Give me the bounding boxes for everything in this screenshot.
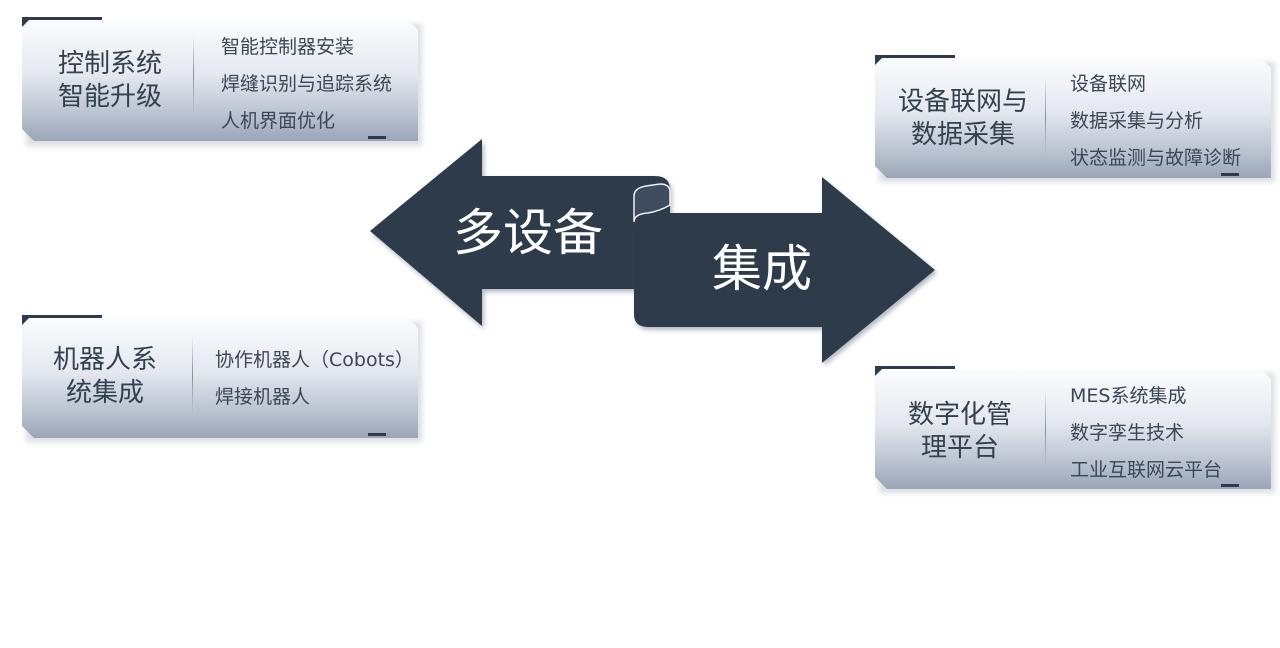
list-item: 数据采集与分析	[1070, 110, 1204, 132]
card-title: 设备联网与 数据采集	[897, 87, 1028, 150]
ribbon-fold	[633, 183, 671, 223]
card-title: 数字化管 理平台	[907, 400, 1012, 463]
list-item: 工业互联网云平台	[1070, 459, 1223, 481]
right-arrow-label: 集成	[712, 240, 812, 298]
left-arrow	[370, 139, 670, 326]
list-item: 人机界面优化	[221, 110, 336, 132]
list-item: 协作机器人（Cobots）	[215, 349, 414, 371]
list-item: 焊缝识别与追踪系统	[221, 73, 393, 95]
list-item: 状态监测与故障诊断	[1070, 147, 1242, 169]
list-item: MES系统集成	[1070, 385, 1187, 407]
list-item: 数字孪生技术	[1070, 422, 1185, 444]
list-item: 智能控制器安装	[221, 36, 355, 58]
list-item: 设备联网	[1070, 73, 1147, 95]
right-arrow	[634, 177, 935, 363]
list-item: 焊接机器人	[215, 386, 311, 408]
card-title: 机器人系 统集成	[52, 345, 157, 408]
card-title: 控制系统 智能升级	[57, 49, 162, 112]
left-arrow-label: 多设备	[453, 204, 603, 262]
